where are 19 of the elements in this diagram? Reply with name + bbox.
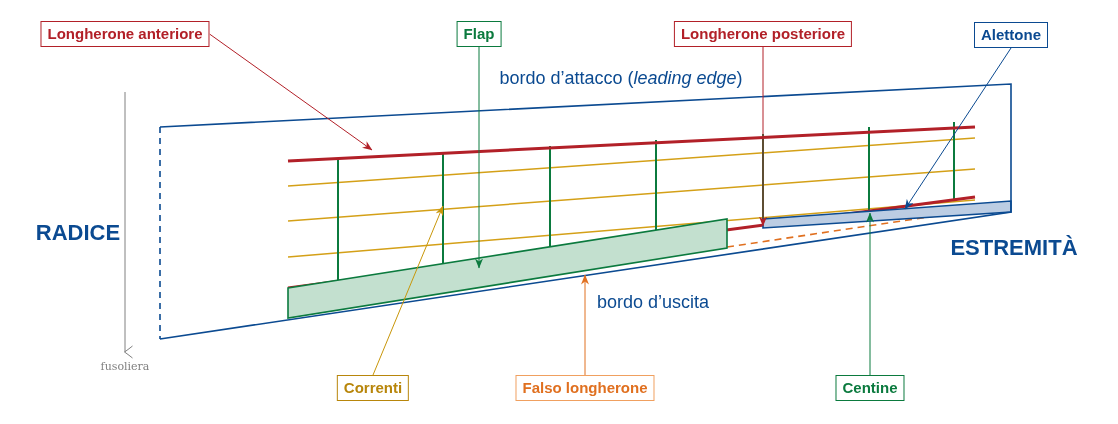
- trailing-edge-label: bordo d’uscita: [597, 291, 710, 313]
- tip-label: ESTREMITÀ: [950, 235, 1078, 261]
- callout-label: Alettone: [974, 22, 1048, 48]
- leader-line: [581, 274, 589, 376]
- callout-label: Longherone posteriore: [673, 21, 853, 47]
- fuselage-label: fusoliera: [100, 360, 150, 374]
- root-label: RADICE: [35, 220, 121, 246]
- callout-label: Longherone anteriore: [40, 21, 210, 47]
- callout-label: Flap: [456, 21, 502, 47]
- leader-line: [372, 205, 444, 376]
- callout-label: Centine: [835, 375, 905, 401]
- leader-line: [904, 47, 1012, 210]
- callout-label: Correnti: [336, 375, 410, 401]
- leader-line: [866, 212, 874, 376]
- callout-label: Falso longherone: [515, 375, 655, 401]
- leader-line: [209, 33, 373, 151]
- leader-line: [759, 46, 767, 227]
- leading-edge-label: bordo d’attacco (leading edge): [499, 67, 743, 89]
- leader-line: [475, 46, 483, 269]
